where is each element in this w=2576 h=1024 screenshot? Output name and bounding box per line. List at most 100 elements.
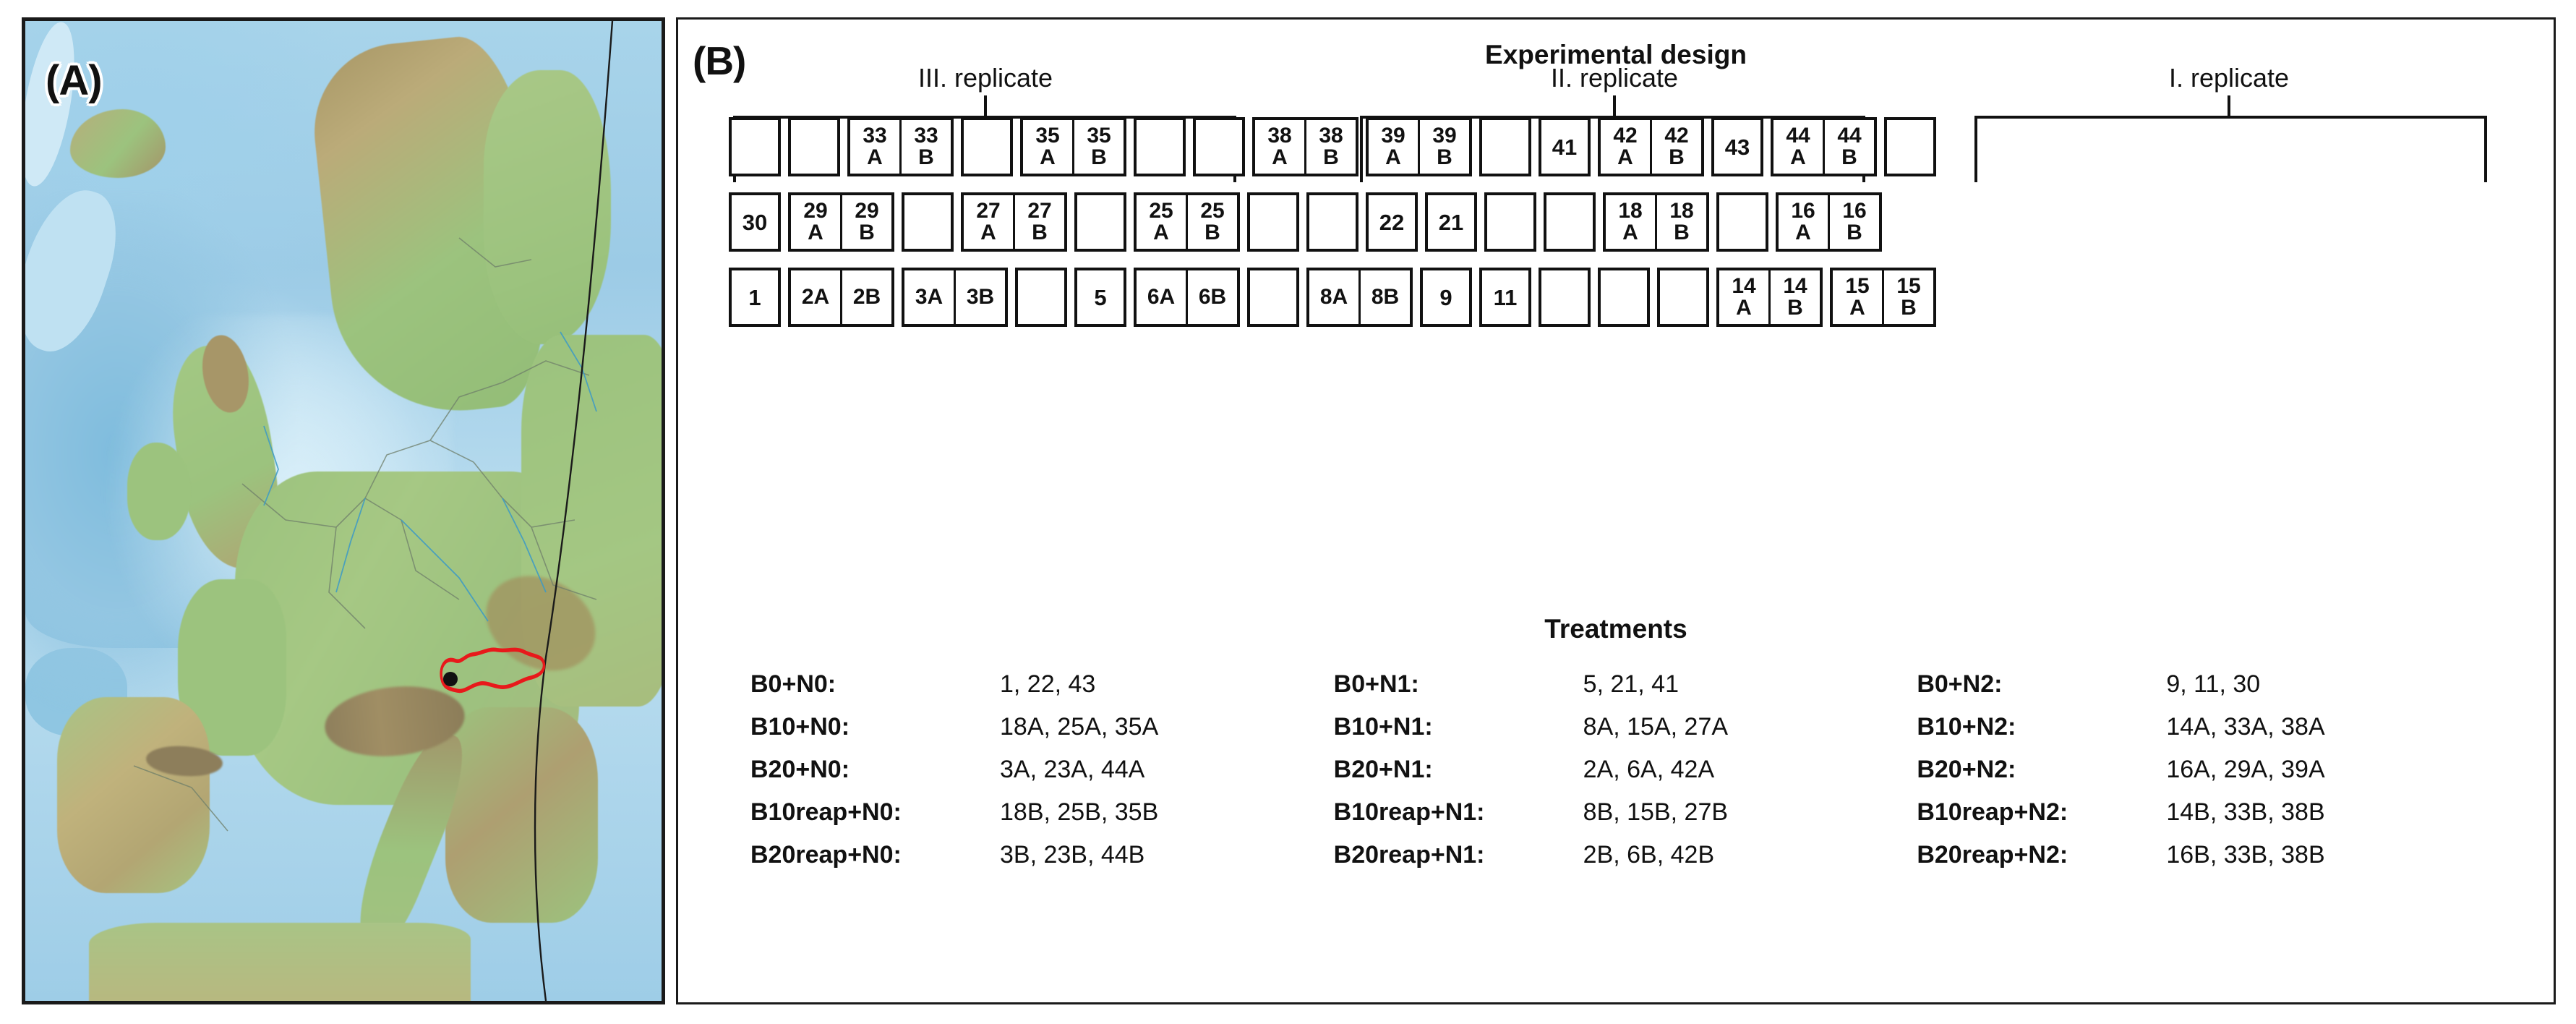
plot-cell[interactable] (902, 192, 954, 252)
plot-suffix: B (1323, 145, 1339, 169)
treatment-name: B10reap+N2: (1917, 798, 2068, 826)
plot-number: 38 (1319, 124, 1343, 148)
panel-b-experimental-design: (B) Experimental design III. replicate I… (676, 17, 2556, 1004)
plot-cell[interactable] (1484, 192, 1536, 252)
plot-cell[interactable] (1193, 117, 1245, 176)
panel-a-map: (A) (22, 17, 665, 1004)
plot-cell[interactable] (788, 117, 840, 176)
landmass-north-africa (89, 922, 471, 1001)
plot-cell[interactable] (1479, 117, 1531, 176)
panel-b-label: (B) (693, 38, 746, 83)
plot-cell[interactable] (1247, 192, 1299, 252)
plot-cell[interactable] (1716, 192, 1768, 252)
plot-subcell (1660, 270, 1706, 324)
treatment-name: B20+N0: (750, 756, 850, 783)
plot-cell[interactable]: 8A 8B (1306, 268, 1413, 327)
plot-number: 8B (1371, 285, 1400, 309)
plot-cell[interactable] (1657, 268, 1709, 327)
plot-cell[interactable] (729, 117, 781, 176)
plot-cell[interactable]: 43 (1711, 117, 1763, 176)
treatment-name: B10+N0: (750, 713, 850, 741)
plot-cell[interactable] (1598, 268, 1650, 327)
treatment-plot-list: 9, 11, 30 (2166, 670, 2261, 698)
plot-number: 25 (1200, 199, 1225, 223)
plot-number: 8A (1319, 285, 1348, 309)
treatment-plot-list: 3B, 23B, 44B (1000, 841, 1145, 869)
plot-number: 44 (1786, 124, 1810, 148)
plot-cell[interactable] (1247, 268, 1299, 327)
plot-cell[interactable]: 9 (1420, 268, 1472, 327)
treatment-row: B0+N1:5, 21, 41 (1334, 663, 1917, 706)
plot-number: 1 (748, 284, 761, 310)
plot-suffix: A (1849, 296, 1865, 320)
panel-a-label: (A) (46, 57, 103, 104)
map-borders-and-rivers (133, 237, 597, 832)
plot-cell[interactable] (1015, 268, 1067, 327)
plot-cell[interactable] (1134, 117, 1186, 176)
plot-cell[interactable]: 11 (1479, 268, 1531, 327)
treatment-plot-list: 8B, 15B, 27B (1583, 798, 1729, 826)
plot-subcell (1250, 195, 1296, 249)
plot-cell[interactable] (1306, 192, 1358, 252)
plot-number: 6B (1198, 285, 1227, 309)
plot-number: 21 (1438, 209, 1464, 235)
plot-cell[interactable] (1074, 192, 1126, 252)
landmass-balkans (445, 707, 598, 923)
plot-number: 30 (742, 209, 768, 235)
plot-cell[interactable] (1539, 268, 1591, 327)
plot-cell[interactable]: 1 (729, 268, 781, 327)
plot-subcell (904, 195, 951, 249)
plot-subcell (1137, 120, 1183, 174)
plot-subcell (1250, 270, 1296, 324)
treatment-name: B10reap+N1: (1333, 798, 1485, 826)
treatment-name: B20reap+N0: (750, 841, 902, 869)
plot-subcell (791, 120, 837, 174)
plot-suffix: A (1790, 145, 1806, 169)
plot-cell[interactable] (961, 117, 1013, 176)
plot-suffix: A (1385, 145, 1401, 169)
plot-subcell (1601, 270, 1647, 324)
plot-cell[interactable]: 21 (1425, 192, 1477, 252)
treatment-name: B10+N1: (1333, 713, 1433, 741)
plot-subcell (1077, 195, 1124, 249)
plot-cell[interactable]: 5 (1074, 268, 1126, 327)
treatment-row: B10+N0:18A, 25A, 35A (750, 706, 1334, 748)
plot-number: 22 (1379, 209, 1405, 235)
plot-cell[interactable] (1544, 192, 1596, 252)
plot-cell[interactable]: 30 (729, 192, 781, 252)
plot-number: 39 (1381, 124, 1405, 148)
plot-cell[interactable]: 22 (1366, 192, 1418, 252)
plot-cell[interactable]: 41 (1539, 117, 1591, 176)
treatment-row: B20+N1:2A, 6A, 42A (1334, 748, 1917, 791)
plot-cell[interactable] (1884, 117, 1936, 176)
